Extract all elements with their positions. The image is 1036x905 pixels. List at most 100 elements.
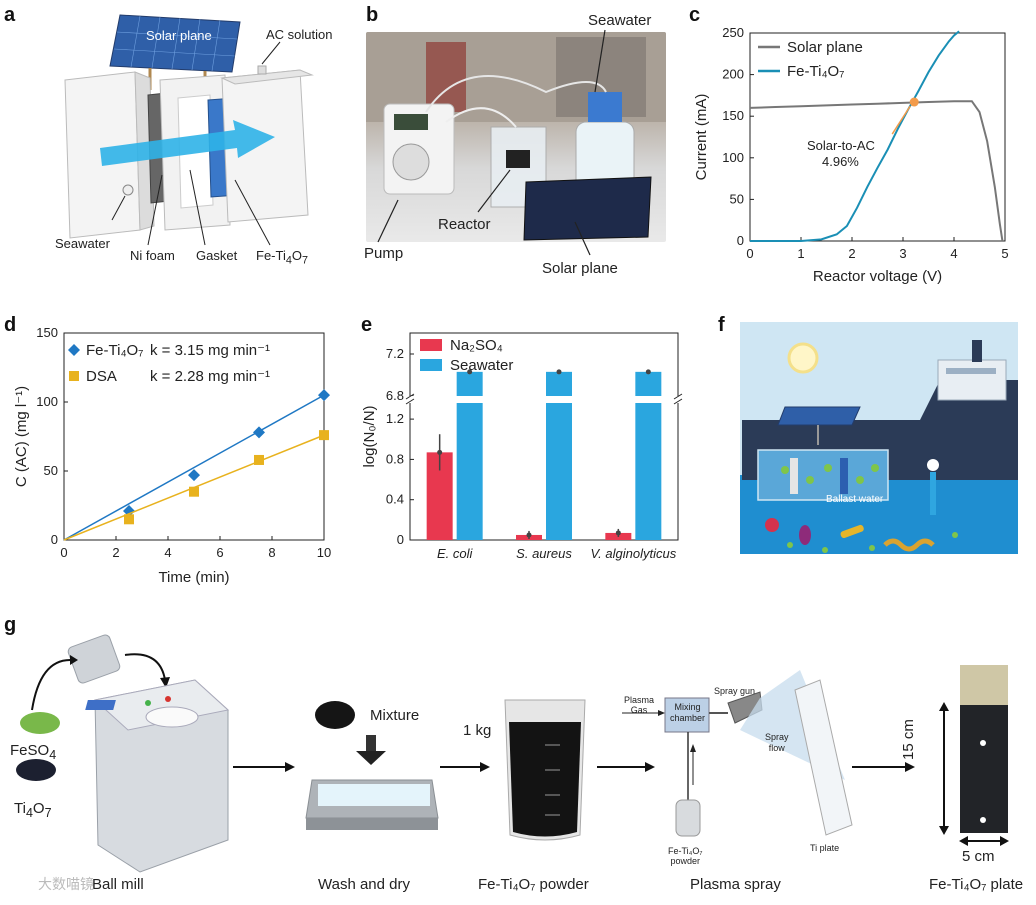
axis-break-mark (405, 398, 415, 405)
x-tick-label: 8 (268, 545, 275, 560)
x-axis-label: Reactor voltage (V) (813, 268, 942, 285)
fabrication-process-diagram (16, 634, 1009, 873)
fe-ti-label: Fe-Ti4O7 (256, 248, 309, 267)
step-wash-and-dry: Wash and dry (318, 876, 410, 893)
ball-mill-machine (85, 679, 230, 873)
flow-arrow (100, 120, 275, 166)
feso4-powder-icon (20, 712, 60, 734)
error-point (615, 530, 621, 536)
panel-label: e (361, 314, 373, 336)
x-tick-label: 4 (950, 246, 957, 261)
ship-bridge (937, 359, 1007, 401)
x-tick-label: 5 (1001, 246, 1008, 261)
data-point (318, 389, 330, 402)
microbe-icon (883, 538, 935, 552)
data-point (253, 426, 265, 439)
x-tick-label: 3 (899, 246, 906, 261)
ti-plate (794, 679, 853, 836)
one-kg-label: 1 kg (463, 722, 492, 739)
powder-feeder (675, 799, 701, 837)
y-tick-label: 100 (36, 394, 58, 409)
plate-height-label: 15 cm (900, 719, 917, 760)
spray-gun-label: Spray gun (714, 686, 756, 696)
deck-solar-panel (777, 406, 861, 426)
solar-panel-shape (109, 14, 241, 73)
solar-plane-label: Solar plane (542, 260, 618, 277)
x-tick-label: 0 (746, 246, 753, 261)
x-tick-label: 10 (317, 545, 331, 560)
data-point (124, 514, 134, 525)
y-tick-label: 150 (36, 325, 58, 340)
mixing-chamber (664, 697, 710, 733)
seawater-label: Seawater (55, 236, 110, 251)
ti4o7-powder-icon (16, 759, 56, 781)
data-point (254, 454, 264, 465)
panel-label: c (689, 4, 701, 26)
x-tick-label: 2 (848, 246, 855, 261)
error-point (467, 369, 473, 375)
intersection-point (909, 97, 919, 107)
reactor-photo (366, 32, 666, 242)
reactor-exploded-diagram (64, 14, 314, 246)
x-axis-label: Time (min) (158, 569, 229, 586)
reactor-label: Reactor (438, 216, 491, 233)
gasket-label: Gasket (196, 248, 238, 263)
legend-rate: k = 3.15 mg min⁻¹ (150, 342, 270, 359)
x-tick-label: 0 (60, 545, 67, 560)
feso4-label: FeSO4 (10, 742, 57, 762)
fe-ti-coated-plate (960, 705, 1008, 833)
ni-foam-label: Ni foam (130, 248, 175, 263)
x-tick-label: E. coli (437, 546, 474, 561)
step-plate: Fe-Ti₄O₇ plate (929, 876, 1024, 893)
wash-tray (305, 779, 439, 830)
axis-break-gap (407, 396, 681, 403)
y-tick-label: 250 (722, 25, 744, 40)
legend-swatch (420, 339, 442, 351)
y-tick-label: 100 (722, 150, 744, 165)
microbe-icon (765, 518, 779, 532)
y-tick-label: 0 (397, 532, 404, 547)
x-tick-label: S. aureus (516, 546, 572, 561)
y-tick-label: 0 (737, 233, 744, 248)
y-tick-label: 0.4 (386, 492, 404, 507)
y-tick-label: 0.8 (386, 451, 404, 466)
legend-label: Na₂SO₄ (450, 337, 503, 354)
y-tick-label: 1.2 (386, 411, 404, 426)
plot-frame (749, 32, 1006, 242)
x-tick-label: V. alginolyticus (590, 546, 676, 561)
panel-label: f (718, 314, 725, 336)
fit-line (63, 394, 325, 541)
milling-jar-icon (67, 634, 121, 684)
data-point (188, 469, 200, 482)
annotation-line-2: 4.96% (822, 154, 859, 169)
panel-label: a (4, 4, 16, 26)
step-plasma-spray: Plasma spray (690, 876, 781, 893)
pump-icon (925, 457, 941, 473)
panel-b: b Seawater Reactor Pump (350, 0, 685, 300)
panel-label: b (366, 4, 379, 26)
series-line-solar-plane (749, 100, 1004, 242)
axis-break-mark (673, 398, 683, 405)
down-arrow-icon (356, 751, 386, 765)
legend-label: Fe-Ti₄O₇ (787, 63, 844, 80)
data-point (319, 430, 329, 441)
legend-swatch (420, 359, 442, 371)
y-axis-label: Current (mA) (693, 94, 710, 181)
legend-marker (69, 371, 79, 381)
plate-width-label: 5 cm (962, 848, 995, 865)
legend-label: Solar plane (787, 39, 863, 56)
data-point (189, 486, 199, 497)
ship-ballast-illustration (740, 322, 1018, 554)
panel-label: g (4, 614, 17, 636)
legend-marker (68, 344, 80, 356)
y-tick-label: 50 (44, 463, 58, 478)
error-point (437, 449, 443, 455)
panel-a: a Solar plane AC (0, 0, 350, 300)
